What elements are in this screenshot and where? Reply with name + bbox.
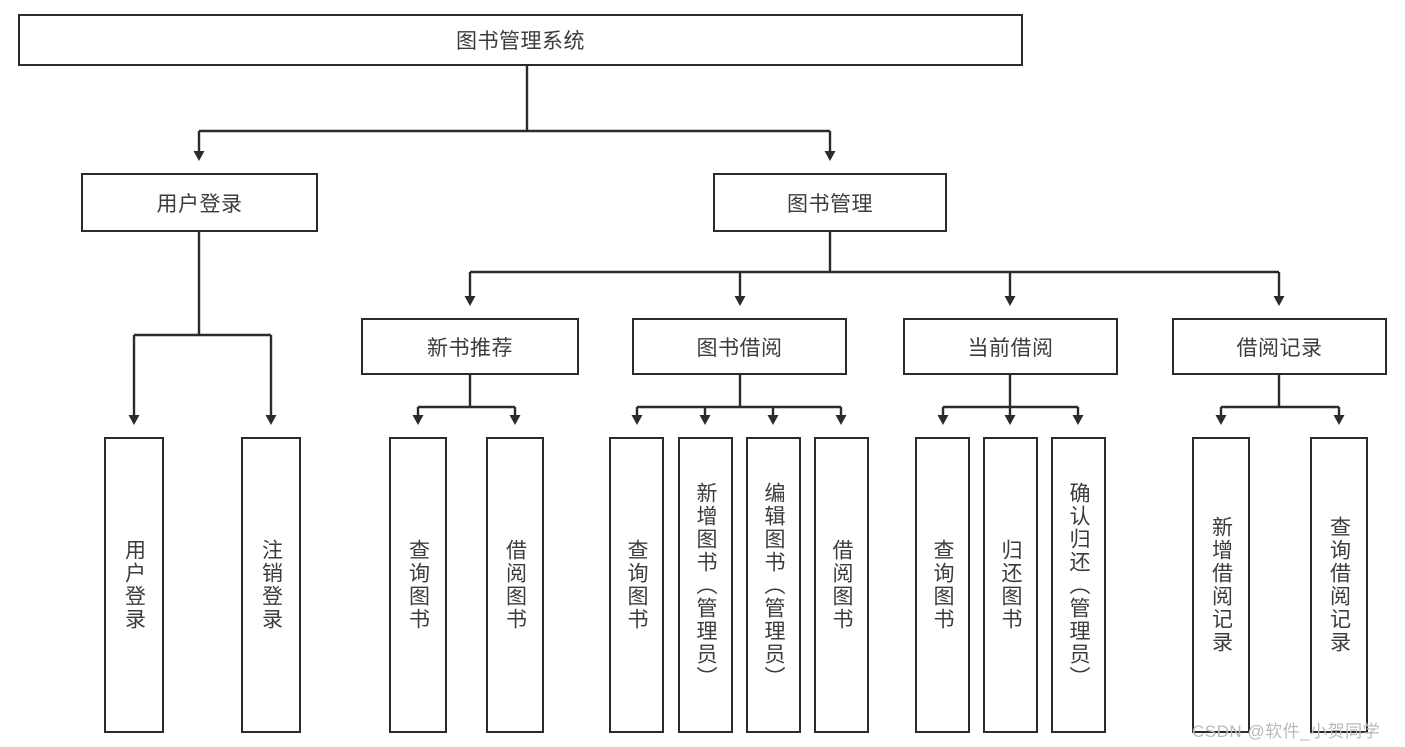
leaf-add-borrow-record[interactable]: 新增借阅记录 bbox=[1192, 437, 1250, 733]
node-book-management-label: 图书管理 bbox=[787, 192, 873, 216]
leaf-edit-book-admin-label: 编辑图书（管理员） bbox=[762, 481, 785, 689]
leaf-return-book-label: 归还图书 bbox=[999, 539, 1022, 631]
node-book-borrow-label: 图书借阅 bbox=[696, 336, 783, 360]
leaf-edit-book-admin[interactable]: 编辑图书（管理员） bbox=[746, 437, 801, 733]
watermark: CSDN @软件_小贺同学 bbox=[1192, 722, 1381, 741]
leaf-logout-login-label: 注销登录 bbox=[259, 539, 283, 631]
node-root[interactable]: 图书管理系统 bbox=[18, 14, 1023, 66]
leaf-query-book-rec-label: 查询图书 bbox=[406, 539, 430, 631]
leaf-borrow-book-rec[interactable]: 借阅图书 bbox=[486, 437, 544, 733]
node-book-borrow[interactable]: 图书借阅 bbox=[632, 318, 847, 375]
leaf-query-book-borrow[interactable]: 查询图书 bbox=[609, 437, 664, 733]
leaf-query-book-borrow-label: 查询图书 bbox=[625, 539, 648, 631]
leaf-borrow-book[interactable]: 借阅图书 bbox=[814, 437, 869, 733]
node-new-book-recommend[interactable]: 新书推荐 bbox=[361, 318, 579, 375]
leaf-add-borrow-record-label: 新增借阅记录 bbox=[1209, 516, 1233, 654]
node-book-management[interactable]: 图书管理 bbox=[713, 173, 947, 232]
leaf-confirm-return-admin[interactable]: 确认归还（管理员） bbox=[1051, 437, 1106, 733]
node-borrow-record-label: 借阅记录 bbox=[1236, 336, 1323, 360]
leaf-query-borrow-record[interactable]: 查询借阅记录 bbox=[1310, 437, 1368, 733]
leaf-confirm-return-admin-label: 确认归还（管理员） bbox=[1067, 481, 1090, 689]
leaf-return-book[interactable]: 归还图书 bbox=[983, 437, 1038, 733]
node-root-label: 图书管理系统 bbox=[456, 30, 585, 53]
leaf-query-borrow-record-label: 查询借阅记录 bbox=[1327, 516, 1351, 654]
leaf-logout-login[interactable]: 注销登录 bbox=[241, 437, 301, 733]
leaf-query-book-rec[interactable]: 查询图书 bbox=[389, 437, 447, 733]
node-borrow-record[interactable]: 借阅记录 bbox=[1172, 318, 1387, 375]
leaf-user-login[interactable]: 用户登录 bbox=[104, 437, 164, 733]
leaf-add-book-admin-label: 新增图书（管理员） bbox=[694, 481, 717, 689]
node-current-borrow[interactable]: 当前借阅 bbox=[903, 318, 1118, 375]
node-current-borrow-label: 当前借阅 bbox=[967, 336, 1054, 360]
leaf-add-book-admin[interactable]: 新增图书（管理员） bbox=[678, 437, 733, 733]
leaf-query-book-current[interactable]: 查询图书 bbox=[915, 437, 970, 733]
leaf-borrow-book-label: 借阅图书 bbox=[830, 539, 853, 631]
leaf-borrow-book-rec-label: 借阅图书 bbox=[503, 539, 527, 631]
leaf-user-login-label: 用户登录 bbox=[122, 539, 146, 631]
leaf-query-book-current-label: 查询图书 bbox=[931, 539, 954, 631]
node-new-book-recommend-label: 新书推荐 bbox=[427, 336, 513, 360]
node-user-login[interactable]: 用户登录 bbox=[81, 173, 318, 232]
node-user-login-label: 用户登录 bbox=[156, 192, 243, 216]
